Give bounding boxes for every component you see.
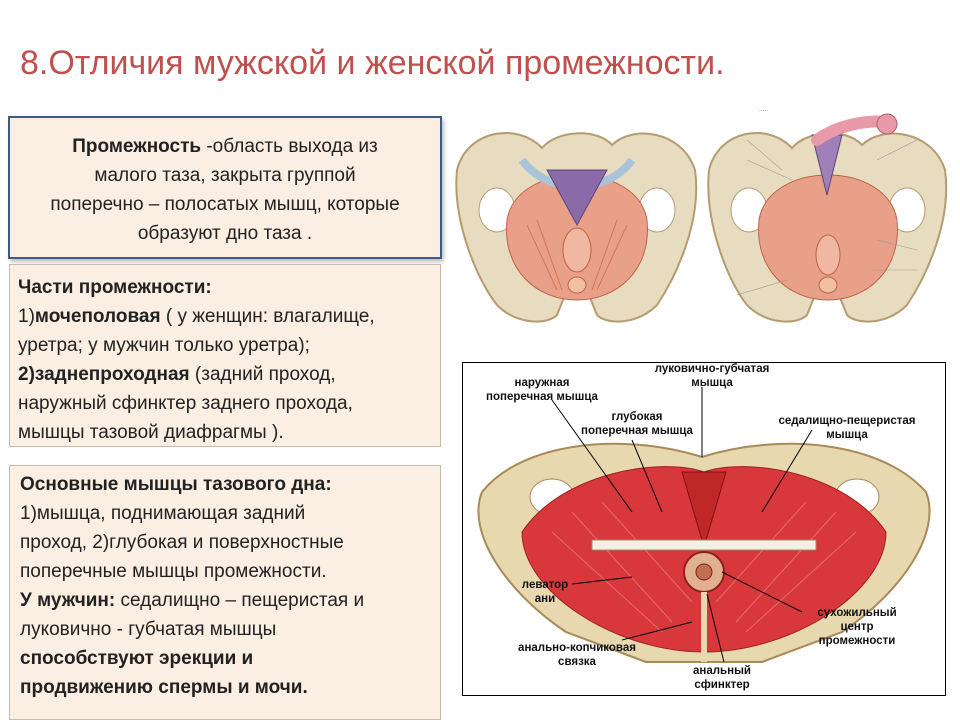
muscles-line-2: проход, 2)глубокая и поверхностные <box>20 532 344 553</box>
definition-box: Промежность -область выхода из малого та… <box>8 116 442 259</box>
female-pelvis-illustration <box>455 132 698 323</box>
parts-heading: Части промежности: <box>18 277 212 298</box>
muscles-bold-2: продвижению спермы и мочи. <box>20 677 308 698</box>
parts-item-2-cont2: мышцы тазовой диафрагмы ). <box>18 422 284 443</box>
muscles-men: У мужчин: седалищно – пещеристая и <box>20 590 365 611</box>
muscles-men-cont: луковично - губчатая мышцы <box>20 619 277 640</box>
definition-term: Промежность <box>72 136 202 157</box>
definition-line-3: поперечно – полосатых мышц, которые <box>50 194 400 215</box>
definition-line-4: образуют дно таза . <box>137 223 313 244</box>
slide-title: 8.Отличия мужской и женской промежности. <box>20 44 725 82</box>
parts-item-2: 2)заднепроходная (задний проход, <box>18 364 336 385</box>
pelvis-comparison-figure: ····· <box>447 100 953 335</box>
definition-line-2: малого таза, закрыта группой <box>94 165 356 186</box>
definition-line-1: Промежность -область выхода из <box>72 136 378 157</box>
muscles-line-1: 1)мышца, поднимающая задний <box>20 503 306 524</box>
muscles-box: Основные мышцы тазового дна: 1)мышца, по… <box>9 465 441 720</box>
parts-item-1-cont: уретра; у мужчин только уретра); <box>18 335 310 356</box>
muscles-line-3: поперечные мышцы промежности. <box>20 561 327 582</box>
male-pelvis-illustration <box>707 113 948 323</box>
muscles-heading: Основные мышцы тазового дна: <box>20 474 332 495</box>
male-tiny-label-1: ····· <box>759 108 769 114</box>
pelvis-illustrations <box>455 113 948 323</box>
parts-item-1: 1)мочеполовая ( у женщин: влагалище, <box>18 306 375 327</box>
muscles-bold-1: способствуют эрекции и <box>20 648 254 669</box>
parts-box: Части промежности: 1)мочеполовая ( у жен… <box>9 264 441 447</box>
pelvic-floor-illustration <box>477 387 931 663</box>
parts-item-2-cont: наружный сфинктер заднего прохода, <box>18 393 353 414</box>
